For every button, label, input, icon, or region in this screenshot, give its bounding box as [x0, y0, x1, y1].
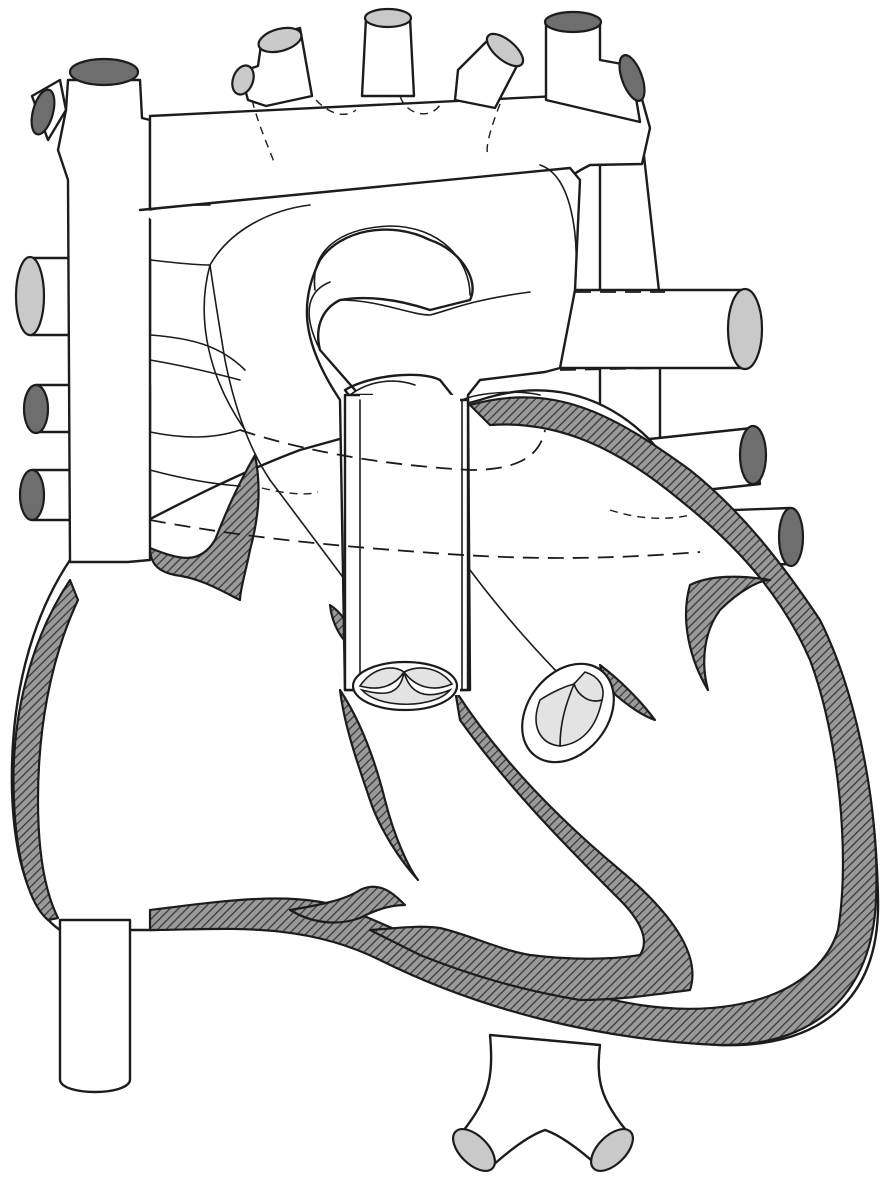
- right-pulmonary-vein-cap-upper: [24, 385, 48, 433]
- left-common-carotid-artery: [362, 18, 414, 96]
- svc-cap: [70, 59, 138, 85]
- left-pulmonary-vein-cap-upper: [740, 426, 766, 484]
- right-pulmonary-artery-cap: [16, 257, 44, 335]
- pulmonary-valve: [353, 662, 457, 710]
- right-pulmonary-vein-cap-lower: [20, 470, 44, 520]
- left-pulmonary-vein-cap-lower: [779, 508, 803, 566]
- inferior-vena-cava: [60, 920, 130, 1092]
- left-pulmonary-arteries: [560, 289, 762, 369]
- inferior-vessel-bifurcation: [446, 1035, 641, 1178]
- left-pulmonary-artery-cap: [728, 289, 762, 369]
